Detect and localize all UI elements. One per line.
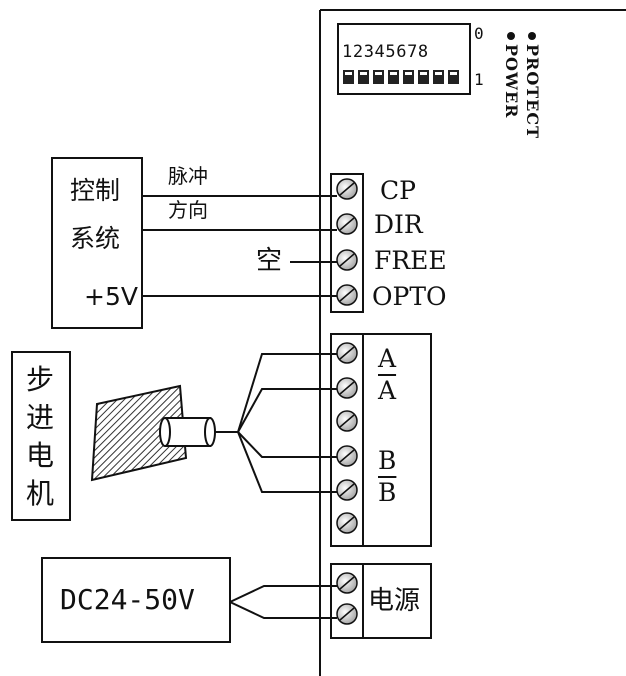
supply-voltage-label: +5V	[84, 282, 138, 311]
motor-label-1: 步	[26, 363, 55, 396]
control-system-label-1: 控制	[70, 176, 121, 205]
screw-motor-5-icon	[336, 479, 358, 501]
dip-switch-body	[337, 23, 471, 95]
terminal-opto-label: OPTO	[372, 282, 447, 311]
pulse-label: 脉冲	[168, 164, 208, 188]
screw-motor-2-icon	[336, 377, 358, 399]
phase-b-label: B	[378, 446, 397, 475]
screw-motor-6-icon	[336, 512, 358, 534]
control-system-box	[51, 157, 143, 329]
terminal-dir-label: DIR	[374, 210, 423, 239]
screw-motor-1-icon	[336, 342, 358, 364]
motor-label-2: 进	[26, 401, 55, 434]
power-wire-negative	[229, 601, 337, 619]
screw-opto-icon	[336, 284, 358, 306]
stepper-motor-icon	[90, 384, 238, 482]
motor-label-box	[11, 351, 71, 521]
protect-indicator-label: PROTECT	[523, 44, 542, 140]
power-voltage-label: DC24-50V	[60, 583, 195, 616]
phase-b-bar-label: B	[378, 478, 397, 507]
power-supply-box	[41, 557, 231, 643]
motor-wire-b-bar	[237, 431, 337, 493]
terminal-free-label: FREE	[374, 246, 447, 275]
power-wire-positive	[229, 585, 337, 603]
screw-motor-4-icon	[336, 445, 358, 467]
terminal-cp-label: CP	[380, 176, 416, 205]
phase-a-label: A	[378, 344, 397, 373]
dip-switch-lever-highlights	[345, 72, 457, 75]
free-unconnected-label: 空	[256, 246, 283, 276]
motor-wire-a	[237, 353, 337, 433]
power-led-icon	[507, 32, 515, 40]
control-terminal-block	[330, 173, 364, 313]
motor-label-4: 机	[26, 477, 55, 510]
dip-switch-levers	[343, 70, 459, 84]
power-terminal-block	[330, 563, 432, 639]
dip-state-on-label: 1	[474, 70, 484, 89]
power-indicator-label: POWER	[502, 44, 521, 119]
screw-power-1-icon	[336, 572, 358, 594]
screw-free-icon	[336, 249, 358, 271]
screw-dir-icon	[336, 213, 358, 235]
control-system-label-2: 系统	[70, 224, 121, 253]
motor-wire-a-bar	[237, 388, 337, 433]
screw-motor-3-icon	[336, 410, 358, 432]
screw-cp-icon	[336, 178, 358, 200]
dip-switch-numbers: 12345678	[342, 42, 429, 62]
dip-state-off-label: 0	[474, 24, 484, 43]
protect-led-icon	[528, 32, 536, 40]
motor-terminal-block	[330, 333, 432, 547]
power-terminal-label: 电源	[368, 586, 421, 616]
screw-power-2-icon	[336, 603, 358, 625]
phase-a-bar-label: A	[378, 376, 397, 405]
terminal-screws	[336, 178, 358, 625]
direction-label: 方向	[168, 198, 208, 222]
motor-label-3: 电	[26, 439, 55, 472]
motor-wire-b	[237, 431, 337, 458]
